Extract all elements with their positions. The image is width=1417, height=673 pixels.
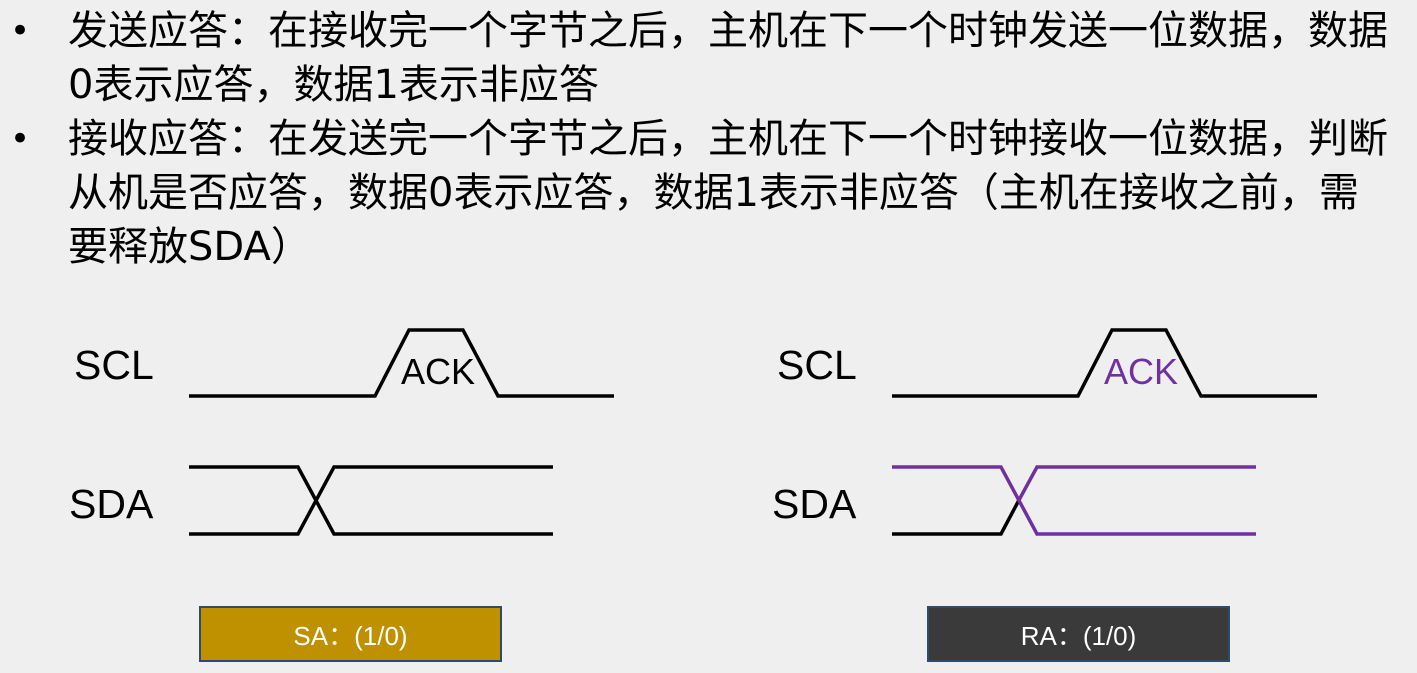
- right-sda-label: SDA: [772, 481, 857, 527]
- right-scl-label: SCL: [777, 342, 857, 388]
- right-timing-diagram: SCL ACK SDA: [772, 328, 1317, 536]
- right-sda-slave-waveform-low: [892, 465, 1256, 536]
- left-scl-waveform: [189, 328, 614, 398]
- left-timing-diagram: SCL ACK SDA: [69, 328, 614, 536]
- bullet-send-ack-text: 发送应答：在接收完一个字节之后，主机在下一个时钟发送一位数据，数据0表示应答，数…: [68, 8, 1388, 108]
- receive-ack-box: RA：(1/0): [927, 606, 1230, 662]
- bullet-send-ack: • 发送应答：在接收完一个字节之后，主机在下一个时钟发送一位数据，数据0表示应答…: [0, 4, 1417, 112]
- bullet-list: • 发送应答：在接收完一个字节之后，主机在下一个时钟发送一位数据，数据0表示应答…: [0, 4, 1417, 274]
- right-scl-waveform: [892, 328, 1317, 398]
- bullet-dot-icon: •: [10, 119, 31, 159]
- bullet-dot-icon: •: [10, 11, 31, 51]
- right-sda-host-waveform: [892, 499, 1021, 536]
- right-ack-label: ACK: [1104, 351, 1178, 392]
- receive-ack-box-label: RA：(1/0): [1020, 620, 1137, 651]
- send-ack-box-label: SA：(1/0): [293, 620, 408, 651]
- send-ack-box: SA：(1/0): [199, 606, 502, 662]
- left-sda-waveform-low: [189, 465, 553, 536]
- bullet-receive-ack: • 接收应答：在发送完一个字节之后，主机在下一个时钟接收一位数据，判断从机是否应…: [0, 112, 1417, 274]
- bullet-receive-ack-text: 接收应答：在发送完一个字节之后，主机在下一个时钟接收一位数据，判断从机是否应答，…: [68, 116, 1388, 270]
- right-sda-slave-waveform-high: [1017, 465, 1256, 501]
- left-sda-label: SDA: [69, 481, 154, 527]
- left-sda-waveform-high: [189, 465, 553, 536]
- left-ack-label: ACK: [401, 351, 475, 392]
- left-scl-label: SCL: [74, 342, 154, 388]
